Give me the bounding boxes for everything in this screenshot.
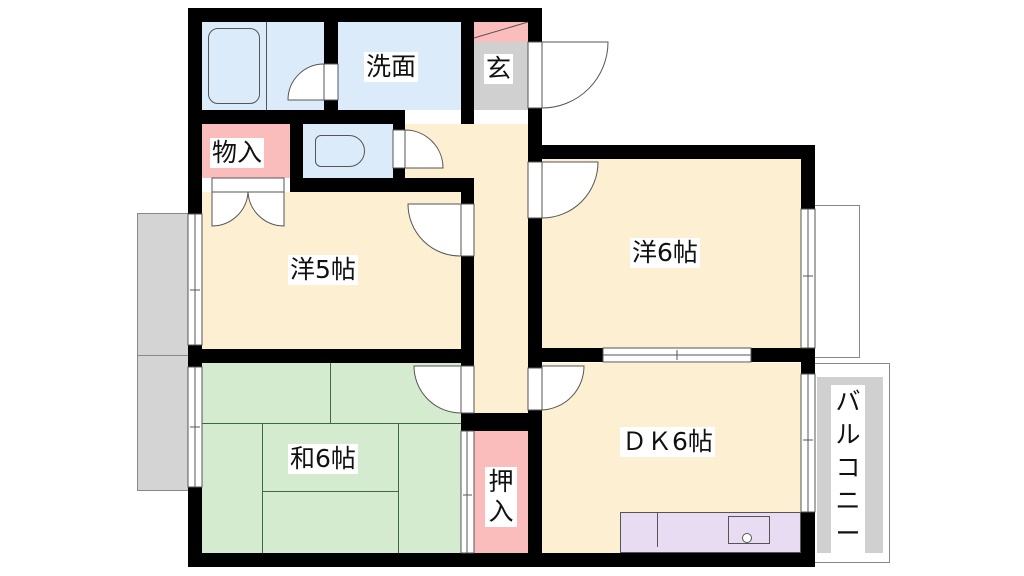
bath-divider	[266, 22, 267, 110]
wall	[461, 178, 474, 204]
wall	[324, 8, 338, 64]
wall	[528, 410, 542, 567]
wall	[188, 8, 542, 22]
wall	[528, 8, 542, 42]
wall	[801, 145, 815, 209]
washroom-label: 洗面	[364, 52, 419, 82]
storage-label: 物入	[210, 138, 265, 168]
tatami-line	[202, 423, 461, 424]
wall	[528, 348, 603, 362]
wall	[188, 349, 474, 363]
exterior-area-left	[137, 213, 190, 491]
western6-label: 洋6帖	[630, 238, 700, 268]
wall	[290, 178, 474, 192]
wall	[188, 487, 202, 567]
entrance-label: 玄	[484, 54, 514, 84]
wall	[528, 145, 815, 159]
wall	[461, 413, 541, 431]
toilet-icon	[315, 135, 365, 167]
exterior-area-right	[812, 205, 860, 358]
entrance-shoe-box	[474, 22, 528, 42]
kitchen-divider	[657, 512, 658, 547]
dk6-label: ＤＫ6帖	[620, 427, 715, 457]
tatami-line	[398, 423, 399, 553]
wall	[188, 553, 815, 567]
tatami-line	[262, 423, 263, 553]
kitchen-counter	[620, 512, 801, 553]
wall	[801, 512, 815, 567]
tatami-line	[330, 363, 331, 423]
wall	[461, 8, 474, 124]
wall	[751, 348, 815, 362]
wall	[290, 110, 303, 192]
balcony-label: バルコニー	[831, 385, 865, 553]
wall	[393, 110, 405, 130]
wall	[461, 256, 474, 366]
closet-label: 押入	[485, 467, 517, 527]
sink-icon	[728, 516, 770, 544]
hallway-vertical	[474, 124, 528, 418]
wall	[528, 218, 542, 368]
tatami-line	[262, 491, 398, 492]
drain-icon	[742, 533, 752, 543]
bathtub-icon	[208, 28, 260, 104]
japanese6-label: 和6帖	[288, 444, 358, 474]
western5-label: 洋5帖	[288, 255, 358, 285]
exterior-divider	[137, 355, 190, 356]
